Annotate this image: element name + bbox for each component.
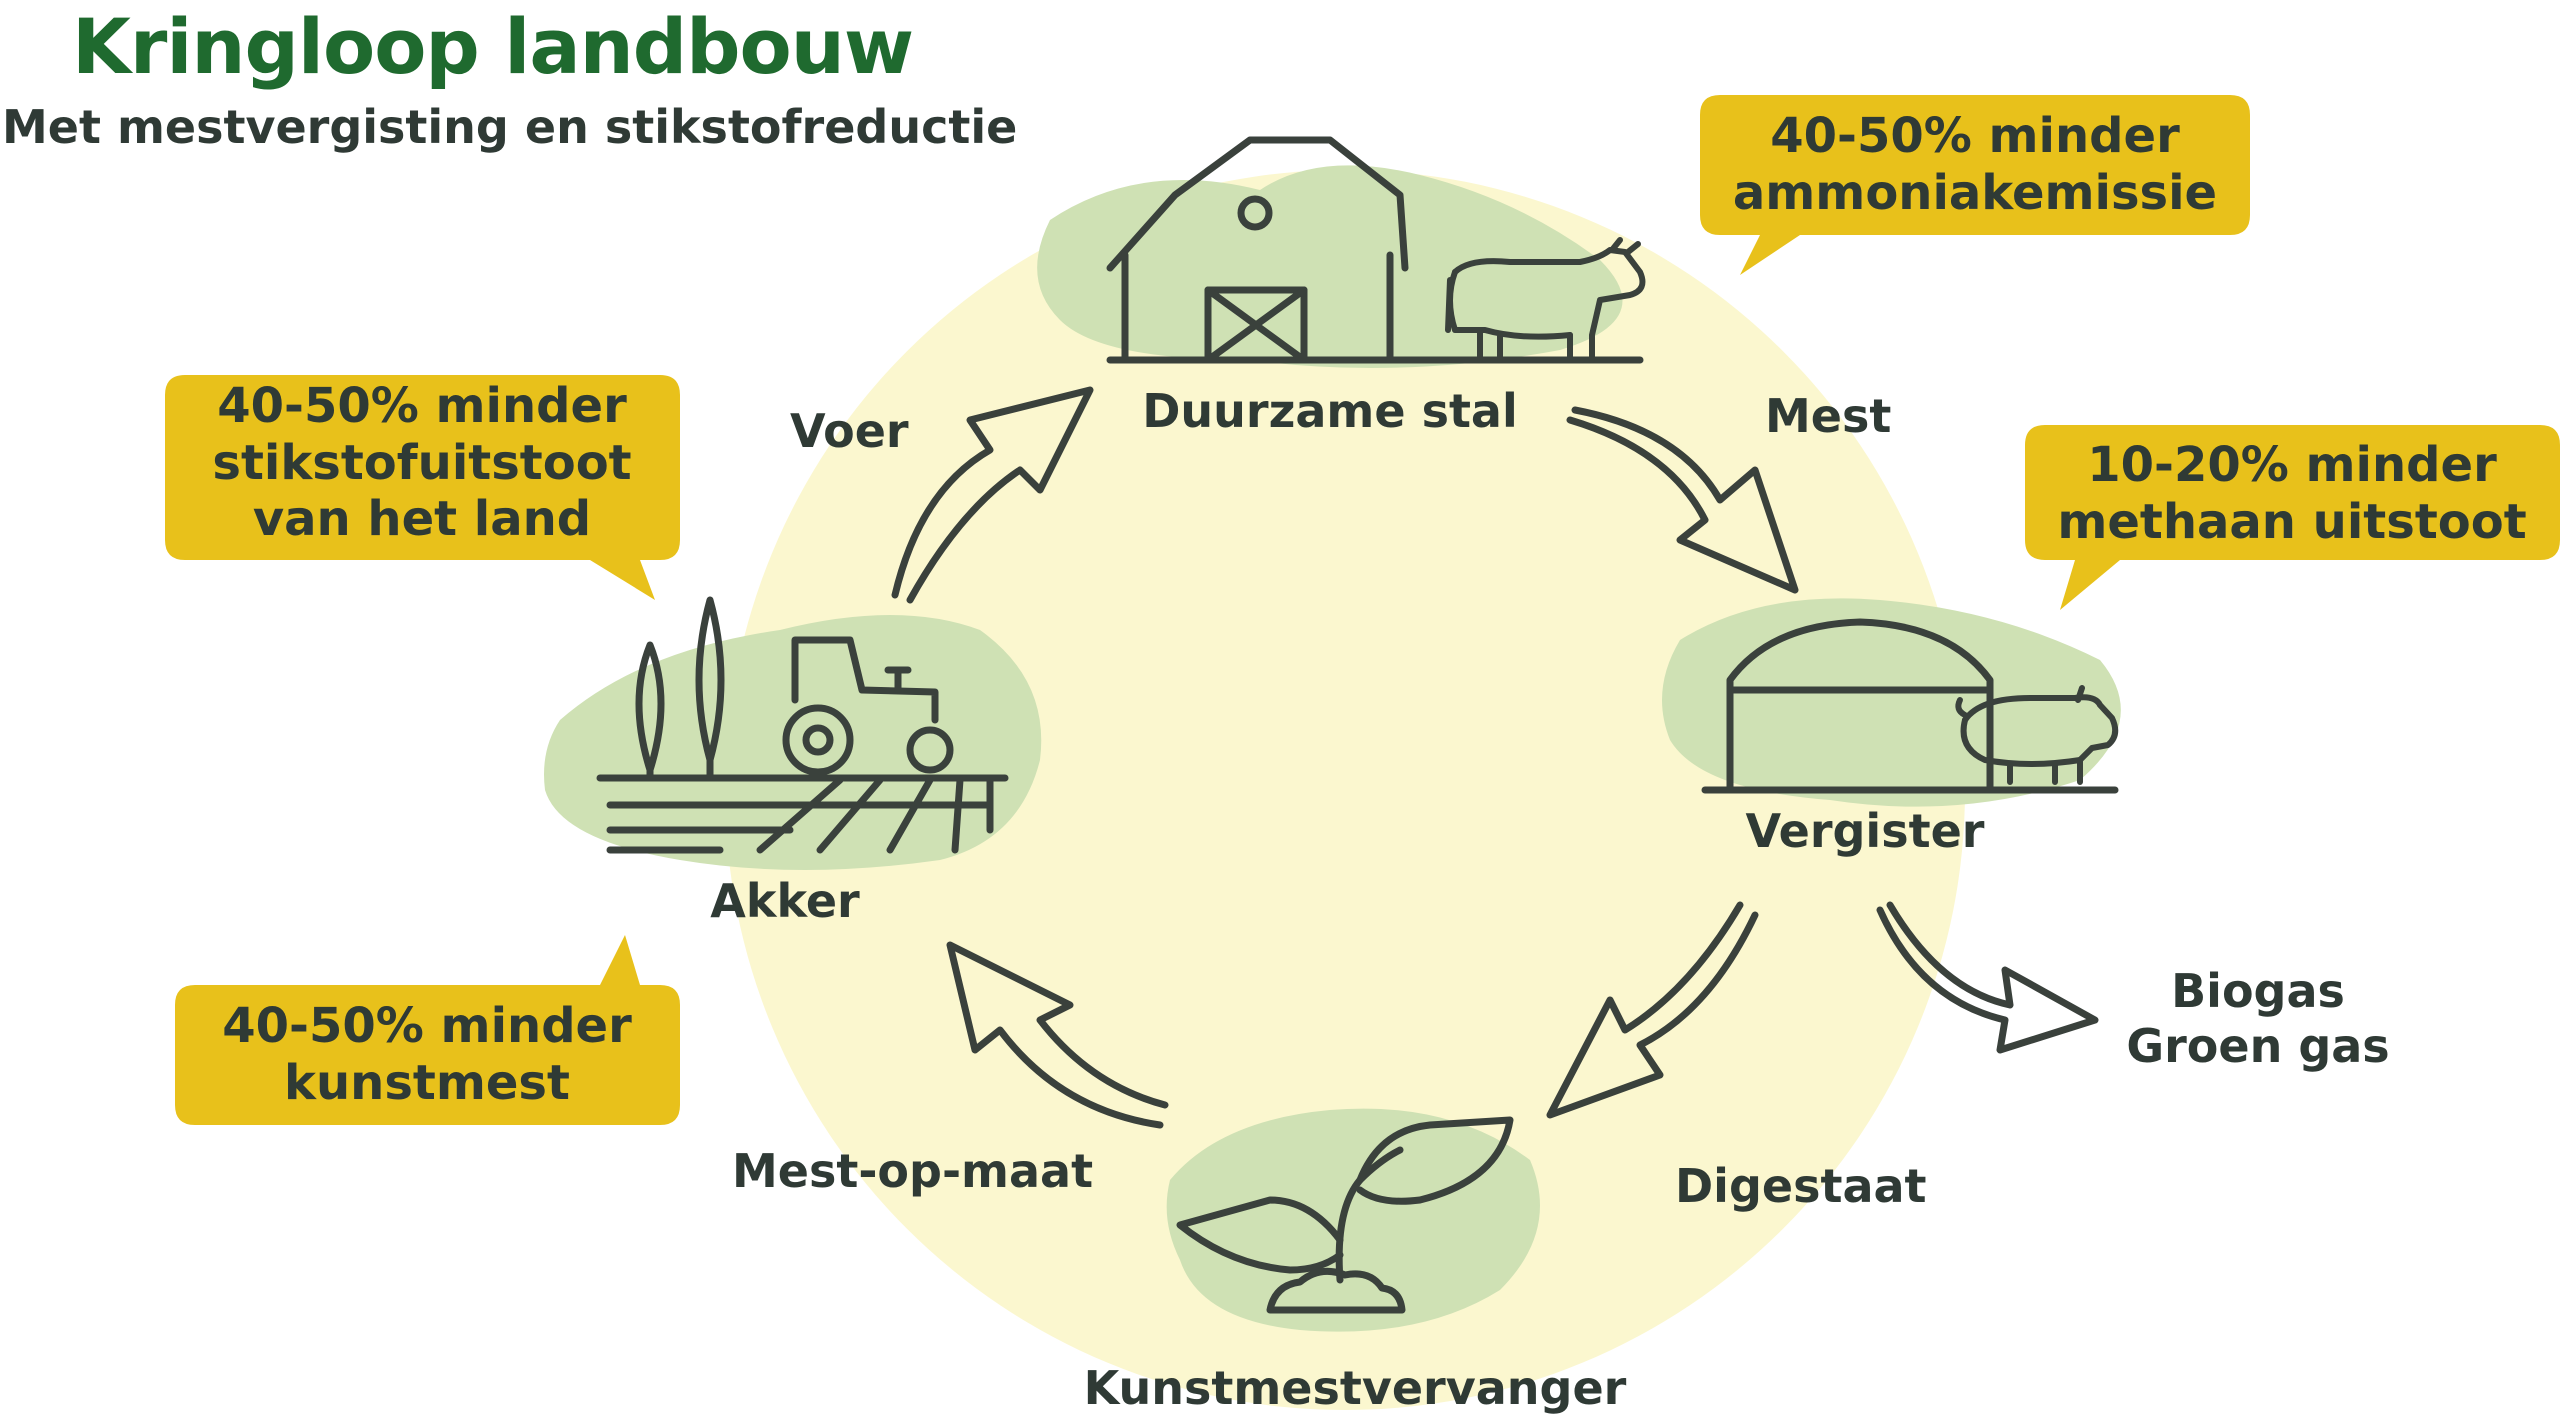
- arrow-icon: [891, 386, 2099, 1129]
- bubble-methaan-line-2: methaan uitstoot: [2057, 493, 2527, 550]
- node-label-kunstmestvervanger: Kunstmestvervanger: [1083, 1361, 1627, 1415]
- bubble-kunstmest-text: 40-50% minder kunstmest: [222, 998, 632, 1111]
- bubble-ammoniak-text: 40-50% minder ammoniakemissie: [1733, 108, 2217, 221]
- bubble-methaan: [2025, 425, 2560, 610]
- bubble-kunstmest: [175, 935, 680, 1125]
- bubble-stikstof: [165, 375, 680, 600]
- bubble-stikstof-line-2: stikstofuitstoot: [212, 434, 632, 491]
- cycle-background: [725, 170, 1965, 1410]
- sprout-icon: [1176, 1116, 1514, 1314]
- flow-label-mest-op-maat: Mest-op-maat: [732, 1144, 1094, 1198]
- bubble-stikstof-line-3: van het land: [252, 491, 592, 548]
- digester-icon: [1701, 618, 2119, 794]
- node-label-vergister: Vergister: [1745, 804, 1985, 858]
- cow-icon: [1445, 237, 1646, 363]
- barn-icon: [1106, 136, 1644, 364]
- stal-patch: [1037, 165, 1623, 368]
- bubble-stikstof-text: 40-50% minder stikstofuitstoot van het l…: [212, 378, 631, 548]
- flow-label-digestaat: Digestaat: [1675, 1159, 1927, 1213]
- bubble-ammoniak-line-1: 40-50% minder: [1770, 108, 2180, 164]
- flow-label-mest: Mest: [1765, 389, 1892, 443]
- field-icon: [596, 774, 1009, 854]
- pig-icon: [1955, 685, 2119, 785]
- page-title: Kringloop landbouw: [72, 2, 914, 91]
- flow-label-voer: Voer: [790, 404, 909, 458]
- bubble-kunstmest-line-1: 40-50% minder: [222, 998, 632, 1054]
- bubble-methaan-line-1: 10-20% minder: [2087, 437, 2497, 493]
- kunstmest-patch: [1166, 1108, 1540, 1332]
- tractor-icon: [782, 636, 954, 776]
- bubble-kunstmest-line-2: kunstmest: [284, 1054, 570, 1111]
- bubble-stikstof-line-1: 40-50% minder: [217, 378, 627, 434]
- flow-label-groen-gas: Groen gas: [2126, 1019, 2390, 1073]
- node-label-stal: Duurzame stal: [1142, 384, 1518, 438]
- node-label-akker: Akker: [710, 874, 860, 928]
- flow-label-biogas: Biogas: [2171, 964, 2345, 1018]
- page-subtitle: Met mestvergisting en stikstofreductie: [2, 100, 1018, 154]
- tree-icon: [635, 596, 725, 782]
- bubble-ammoniak-line-2: ammoniakemissie: [1732, 164, 2218, 221]
- bubble-methaan-text: 10-20% minder methaan uitstoot: [2057, 437, 2526, 550]
- vergister-patch: [1662, 598, 2121, 807]
- bubble-ammoniak: [1700, 95, 2250, 275]
